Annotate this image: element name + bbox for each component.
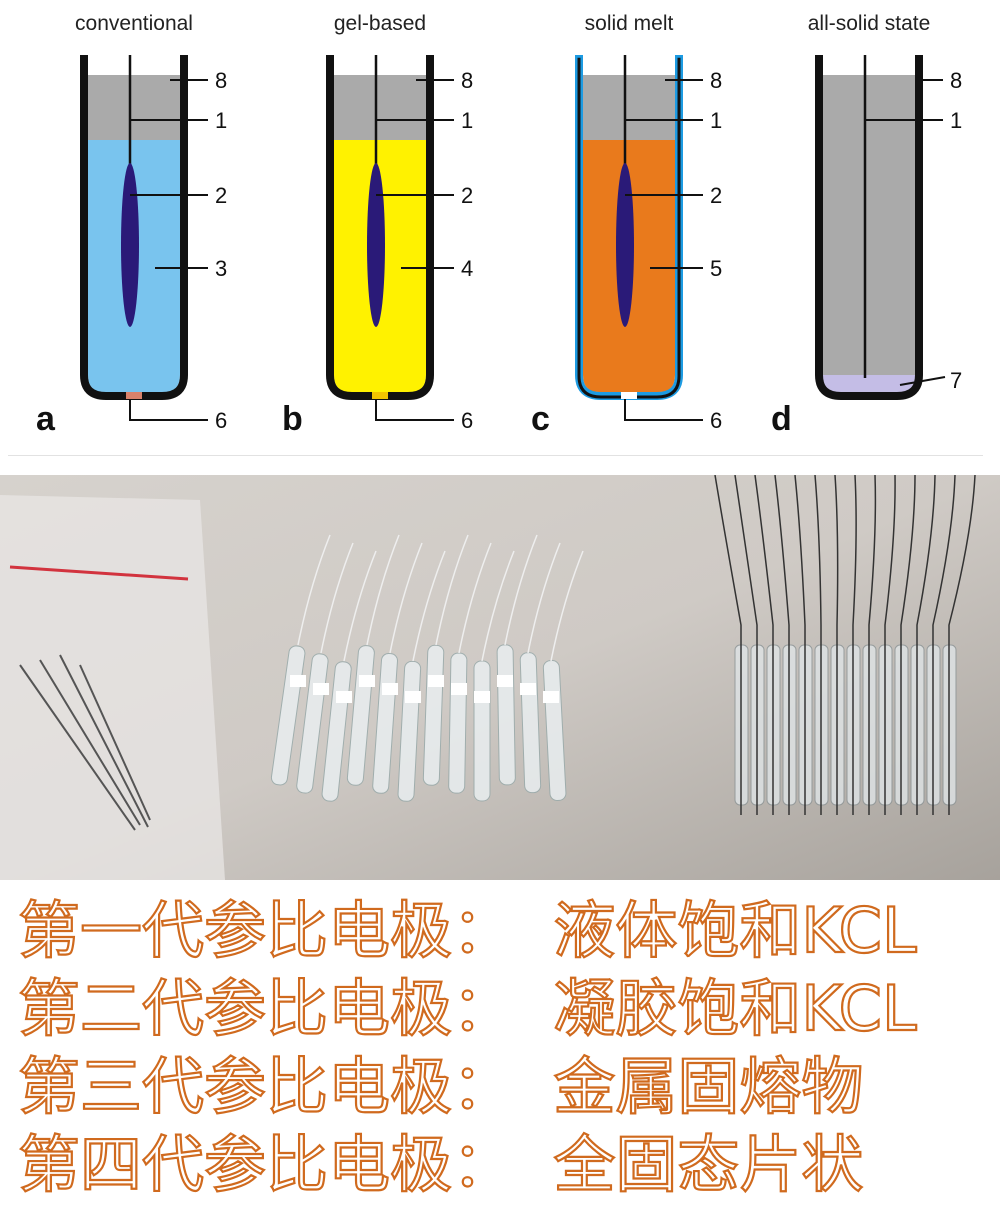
electrode-band bbox=[382, 683, 398, 695]
label-number: 4 bbox=[461, 256, 473, 281]
electrode-lead bbox=[297, 534, 331, 646]
glass-wire bbox=[774, 475, 790, 815]
frit-junction bbox=[372, 392, 388, 399]
electrode-band bbox=[405, 691, 421, 703]
electrode-band bbox=[313, 683, 329, 695]
label-number: 6 bbox=[461, 408, 473, 433]
caption-gen1: 第一代参比电极： 液体饱和KCL bbox=[17, 893, 918, 968]
tube-wall bbox=[815, 55, 923, 400]
cap-seal bbox=[334, 75, 426, 140]
label-number: 5 bbox=[710, 256, 722, 281]
label-number: 6 bbox=[710, 408, 722, 433]
glass-wire bbox=[734, 475, 758, 815]
label-number: 1 bbox=[950, 108, 962, 133]
panel-title: all-solid state bbox=[808, 12, 931, 35]
electrode-band bbox=[474, 691, 490, 703]
electrode-lead bbox=[412, 550, 446, 662]
glass-wire bbox=[932, 475, 956, 815]
diagram-border bbox=[8, 455, 983, 456]
label-number: 2 bbox=[710, 183, 722, 208]
electrode-band bbox=[520, 683, 536, 695]
leader-line bbox=[899, 376, 946, 386]
panel-b: gel-based 8 1 2 4 6 b bbox=[282, 12, 473, 438]
electrode-lead bbox=[389, 542, 423, 654]
glass-wire bbox=[814, 475, 822, 815]
electrode-element bbox=[616, 163, 634, 327]
glass-wire bbox=[900, 475, 916, 815]
label-number: 1 bbox=[215, 108, 227, 133]
electrode-photo bbox=[0, 475, 1000, 880]
electrode-band bbox=[359, 675, 375, 687]
label-number: 8 bbox=[461, 68, 473, 93]
gel-electrodes bbox=[270, 534, 584, 802]
label-number: 2 bbox=[215, 183, 227, 208]
caption-gen2: 第二代参比电极： 凝胶饱和KCL bbox=[17, 971, 918, 1046]
electrode-lead bbox=[320, 542, 354, 654]
label-number: 2 bbox=[461, 183, 473, 208]
electrode-lead bbox=[550, 550, 584, 662]
glass-wire bbox=[754, 475, 774, 815]
filling bbox=[823, 75, 915, 392]
electrode-lead bbox=[366, 534, 400, 646]
label-number: 8 bbox=[710, 68, 722, 93]
leader-line bbox=[129, 399, 208, 421]
panel-title: gel-based bbox=[334, 12, 426, 35]
electrode-band bbox=[497, 675, 513, 687]
electrode-lead bbox=[458, 542, 492, 654]
electrode-lead bbox=[527, 542, 561, 654]
electrode-element bbox=[121, 163, 139, 327]
electrode-lead bbox=[435, 534, 469, 646]
frit-junction bbox=[126, 392, 142, 399]
captions: 第一代参比电极： 液体饱和KCL 第二代参比电极： 凝胶饱和KCL 第三代参比电… bbox=[17, 892, 988, 1204]
frit-junction bbox=[621, 392, 637, 399]
electrode-lead bbox=[481, 550, 515, 662]
glass-wire bbox=[916, 475, 936, 815]
plastic-bag bbox=[0, 495, 225, 880]
panel-d: all-solid state 8 1 7 d bbox=[771, 12, 962, 438]
glass-wire bbox=[714, 475, 742, 815]
panel-title: conventional bbox=[75, 12, 193, 35]
cap-seal bbox=[88, 75, 180, 140]
panel-letter: a bbox=[36, 400, 56, 438]
glass-wire bbox=[948, 475, 976, 815]
electrode-band bbox=[543, 691, 559, 703]
electrode-band bbox=[428, 675, 444, 687]
cap-seal bbox=[583, 75, 675, 140]
electrode-band bbox=[451, 683, 467, 695]
label-number: 8 bbox=[950, 68, 962, 93]
caption-gen3: 第三代参比电极： 金属固熔物 bbox=[17, 1049, 865, 1124]
leader-line bbox=[624, 399, 703, 421]
panel-letter: d bbox=[771, 400, 792, 438]
panel-letter: c bbox=[531, 400, 550, 438]
electrode-diagram: conventional 8 1 2 3 6 a gel-based 8 1 2 4 6 b solid m… bbox=[36, 12, 962, 438]
electrode-element bbox=[367, 163, 385, 327]
panel-title: solid melt bbox=[585, 12, 674, 35]
label-number: 1 bbox=[710, 108, 722, 133]
electrode-band bbox=[336, 691, 352, 703]
label-number: 1 bbox=[461, 108, 473, 133]
panel-c: solid melt 8 1 2 5 6 c bbox=[531, 12, 722, 438]
glass-wire bbox=[852, 475, 857, 815]
electrode-tube bbox=[496, 644, 516, 786]
electrode-lead bbox=[343, 550, 377, 662]
label-number: 3 bbox=[215, 256, 227, 281]
glass-electrodes bbox=[714, 475, 976, 815]
electrode-lead bbox=[504, 534, 538, 646]
glass-wire bbox=[868, 475, 877, 815]
glass-wire bbox=[884, 475, 896, 815]
solid-junction bbox=[823, 375, 915, 392]
glass-wire bbox=[834, 475, 839, 815]
panel-a: conventional 8 1 2 3 6 a bbox=[36, 12, 227, 438]
glass-wire bbox=[794, 475, 806, 815]
caption-gen4: 第四代参比电极： 全固态片状 bbox=[17, 1127, 865, 1202]
label-number: 6 bbox=[215, 408, 227, 433]
leader-line bbox=[375, 399, 454, 421]
electrode-band bbox=[290, 675, 306, 687]
electrode-tube bbox=[473, 660, 491, 802]
electrode-tube bbox=[448, 652, 468, 794]
label-number: 8 bbox=[215, 68, 227, 93]
panel-letter: b bbox=[282, 400, 303, 438]
label-number: 7 bbox=[950, 368, 962, 393]
